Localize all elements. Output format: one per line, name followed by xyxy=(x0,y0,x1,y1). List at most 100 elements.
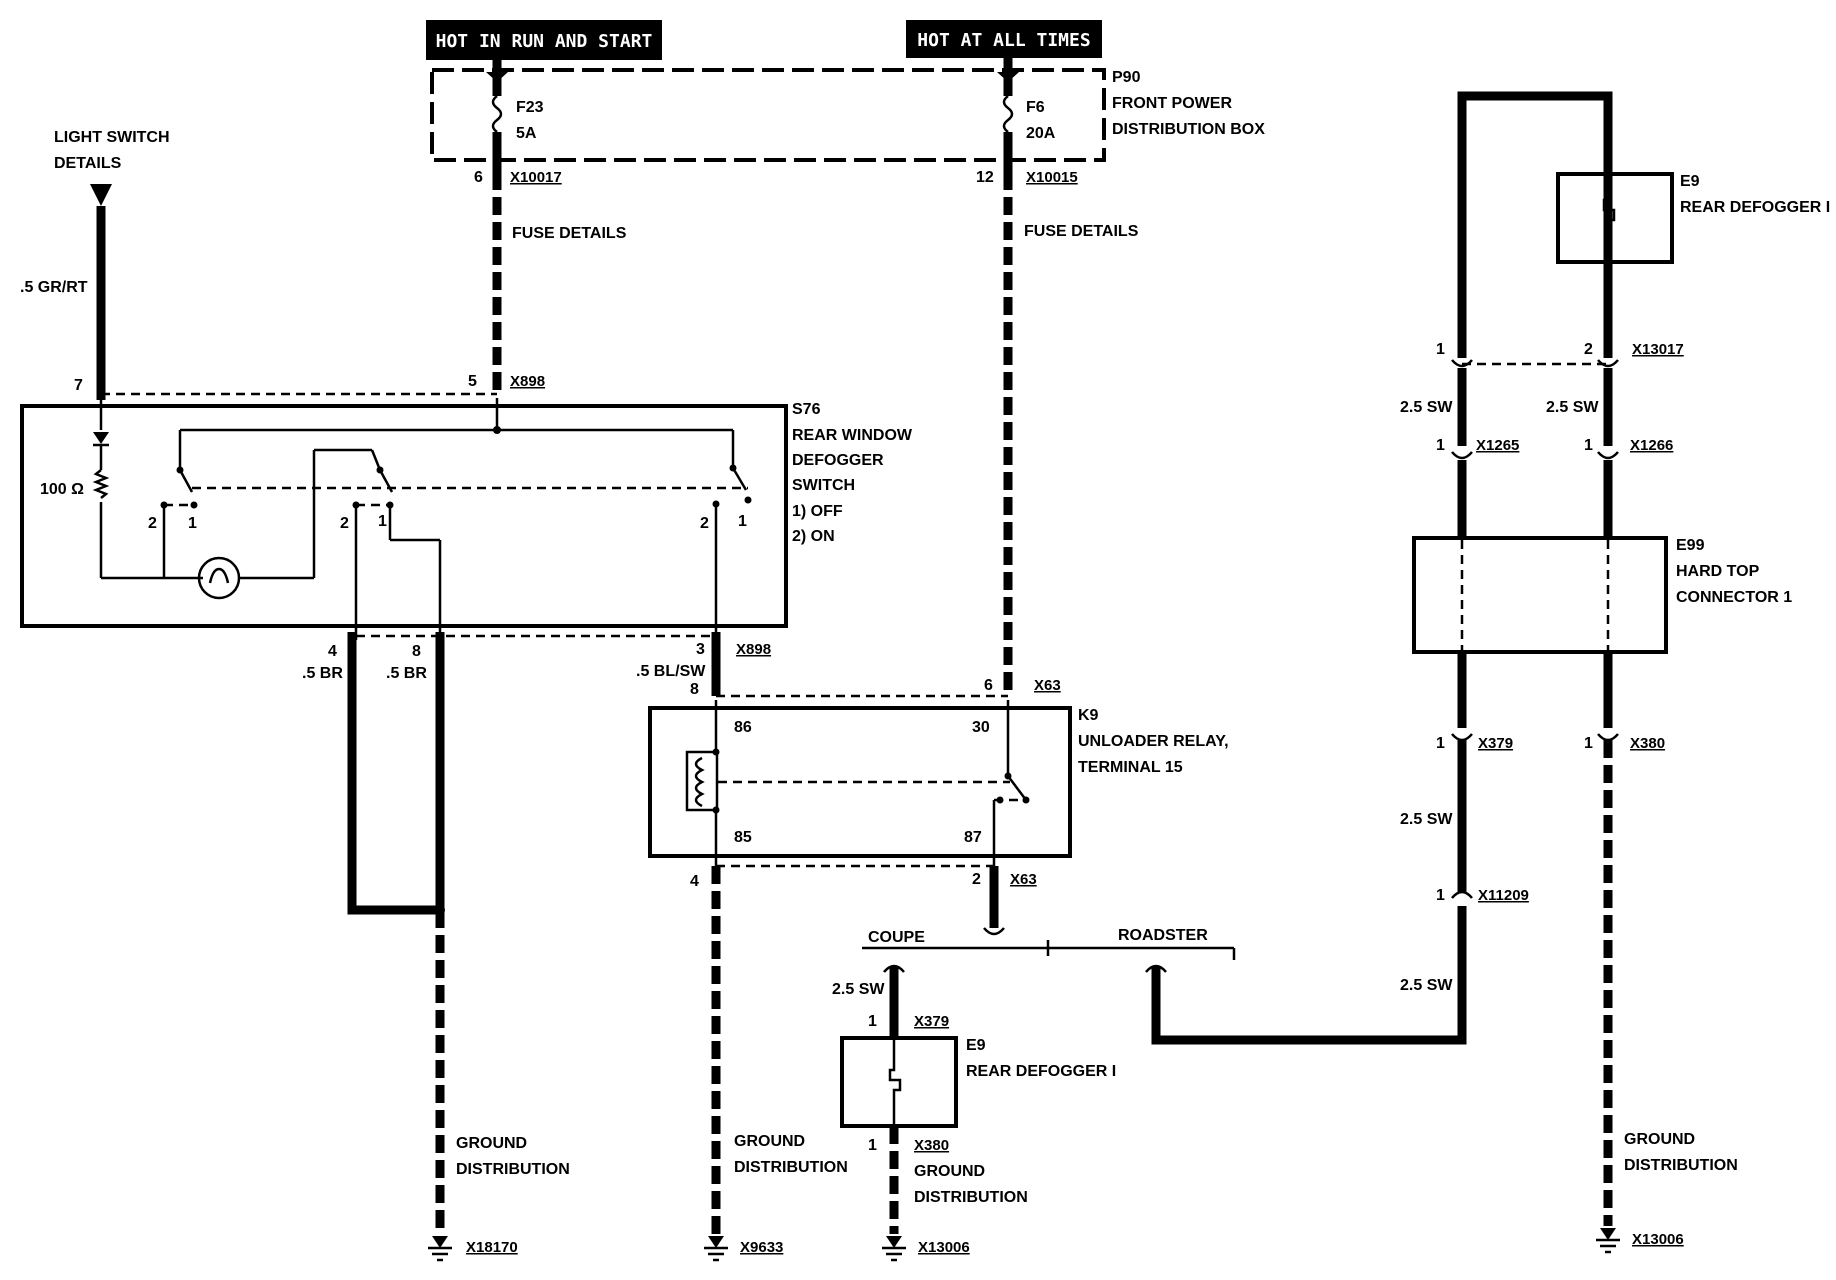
roadster-x1266-icon xyxy=(1597,451,1619,460)
roadster-pin-x1265: 1 xyxy=(1436,437,1445,454)
coupe-connector-top: X379 xyxy=(914,1013,949,1030)
roadster-connector-x1266: X1266 xyxy=(1630,437,1673,454)
roadster-wire-low: 2.5 SW xyxy=(1400,977,1453,994)
s76-line3: SWITCH xyxy=(792,477,855,494)
coupe-connector-bottom: X380 xyxy=(914,1137,949,1154)
roadster-pin-x11209: 1 xyxy=(1436,887,1445,904)
light-switch-line2: DETAILS xyxy=(54,155,122,172)
ground2-connector: X9633 xyxy=(740,1239,783,1256)
light-switch-wire-code: .5 GR/RT xyxy=(20,279,88,296)
coupe-pin-bottom: 1 xyxy=(868,1137,877,1154)
roadster-connector-x13017: X13017 xyxy=(1632,341,1684,358)
f6-rating: 20A xyxy=(1026,125,1056,142)
f23-id: F23 xyxy=(516,99,544,116)
roadster-x379-icon xyxy=(1451,733,1473,742)
ground-x13006-icon xyxy=(1596,1228,1620,1254)
roadster-e9-box xyxy=(1556,172,1674,264)
s76-wire8: .5 BR xyxy=(386,665,427,682)
f6-id: F6 xyxy=(1026,99,1045,116)
k9-terminal-85: 85 xyxy=(734,829,752,846)
s76-resistor-value: 100 Ω xyxy=(40,481,84,498)
ground4-line2: DISTRIBUTION xyxy=(1624,1157,1738,1174)
s76-wire3: .5 BL/SW xyxy=(636,663,706,680)
s76-contact-c1: 1 xyxy=(738,513,747,530)
roadster-wire-left: 2.5 SW xyxy=(1400,399,1453,416)
roadster-wire-mid: 2.5 SW xyxy=(1400,811,1453,828)
s76-wire4: .5 BR xyxy=(302,665,343,682)
k9-terminal-87: 87 xyxy=(964,829,982,846)
s76-option-off: 1) OFF xyxy=(792,503,843,520)
roadster-connector-x11209: X11209 xyxy=(1478,887,1529,904)
f6-connector: X10015 xyxy=(1026,169,1078,186)
s76-pin4: 4 xyxy=(328,643,337,660)
k9-pin-top-left: 8 xyxy=(690,681,699,698)
header-hot-in-run-and-start: HOT IN RUN AND START xyxy=(426,20,662,60)
s76-line1: REAR WINDOW xyxy=(792,427,913,444)
roadster-wire-right: 2.5 SW xyxy=(1546,399,1599,416)
k9-pin-bottom-left: 4 xyxy=(690,873,699,890)
roadster-e9-id: E9 xyxy=(1680,173,1700,190)
f23-rating: 5A xyxy=(516,125,537,142)
roadster-connector-x1265: X1265 xyxy=(1476,437,1519,454)
s76-pin-top-mid: 5 xyxy=(468,373,477,390)
f23-connector: X10017 xyxy=(510,169,562,186)
k9-box xyxy=(648,706,1072,858)
roadster-x1265-icon xyxy=(1451,451,1473,460)
s76-pin3: 3 xyxy=(696,641,705,658)
k9-connector-bottom: X63 xyxy=(1010,871,1037,888)
ground1-line1: GROUND xyxy=(456,1135,527,1152)
coupe-ground-line1: GROUND xyxy=(914,1163,985,1180)
e99-line1: HARD TOP xyxy=(1676,563,1760,580)
f6-pin: 12 xyxy=(976,169,994,186)
s76-contact-a1: 1 xyxy=(188,515,197,532)
p90-line2: DISTRIBUTION BOX xyxy=(1112,121,1265,138)
coupe-e9-name: REAR DEFOGGER I xyxy=(966,1063,1116,1080)
coupe-ground-line2: DISTRIBUTION xyxy=(914,1189,1028,1206)
header-hot-in-run-and-start-text: HOT IN RUN AND START xyxy=(436,31,653,52)
roadster-e9-element-icon xyxy=(1602,176,1616,260)
coupe-ground-connector: X13006 xyxy=(918,1239,970,1256)
s76-id: S76 xyxy=(792,401,821,418)
light-switch-line1: LIGHT SWITCH xyxy=(54,129,170,146)
light-switch-arrow-icon xyxy=(90,184,112,206)
k9-pin-top-right: 6 xyxy=(984,677,993,694)
s76-pin8: 8 xyxy=(412,643,421,660)
header-hot-at-all-times: HOT AT ALL TIMES xyxy=(906,20,1102,58)
wire-roadster-to-x11209 xyxy=(1151,906,1467,1045)
k9-pin-bottom-right: 2 xyxy=(972,871,981,888)
s76-contact-c2: 2 xyxy=(700,515,709,532)
ground4-line1: GROUND xyxy=(1624,1131,1695,1148)
s76-box xyxy=(20,404,788,628)
p90-box xyxy=(430,68,1106,162)
s76-internal-circuit xyxy=(92,398,752,640)
k9-terminal-30: 30 xyxy=(972,719,990,736)
variant-roadster: ROADSTER xyxy=(1118,927,1208,944)
roadster-connector-x380: X380 xyxy=(1630,735,1665,752)
e99-id: E99 xyxy=(1676,537,1705,554)
s76-pin-top-left: 7 xyxy=(74,377,83,394)
f23-fuse-details: FUSE DETAILS xyxy=(512,225,627,242)
coupe-e9-box xyxy=(840,1036,958,1128)
f23-pin: 6 xyxy=(474,169,483,186)
roadster-x11209-icon xyxy=(1451,890,1473,899)
ground-x18170-icon xyxy=(428,1236,452,1262)
roadster-pin-x379: 1 xyxy=(1436,735,1445,752)
f6-fuse-details: FUSE DETAILS xyxy=(1024,223,1139,240)
roadster-x13017-right-icon xyxy=(1597,359,1619,368)
coupe-e9-element-icon xyxy=(888,1040,902,1126)
s76-contact-b2: 2 xyxy=(340,515,349,532)
k9-id: K9 xyxy=(1078,707,1099,724)
roadster-connector-x379: X379 xyxy=(1478,735,1513,752)
ground4-connector: X13006 xyxy=(1632,1231,1684,1248)
k9-terminal-86: 86 xyxy=(734,719,752,736)
s76-connector-bottom: X898 xyxy=(736,641,771,658)
ground2-line2: DISTRIBUTION xyxy=(734,1159,848,1176)
s76-line2: DEFOGGER xyxy=(792,452,884,469)
fuse-f6 xyxy=(997,58,1019,172)
ground-x9633-icon xyxy=(704,1236,728,1262)
roadster-x380-icon xyxy=(1597,733,1619,742)
ground1-connector: X18170 xyxy=(466,1239,518,1256)
k9-line2: TERMINAL 15 xyxy=(1078,759,1183,776)
k9-pin2-end-icon xyxy=(983,927,1005,936)
